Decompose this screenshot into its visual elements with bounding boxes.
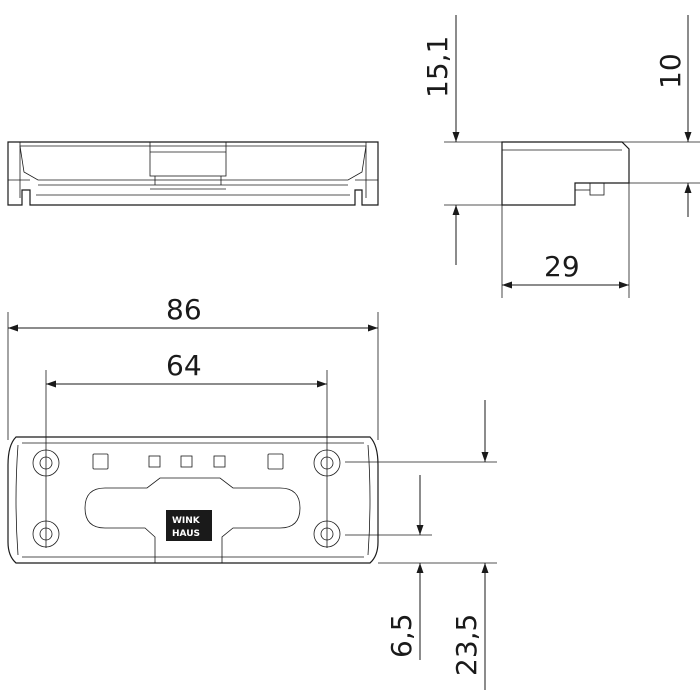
plan-view: WINK HAUS: [7, 436, 379, 564]
dim-label-depth: 29: [544, 250, 580, 283]
dimension-hole-offset: 6,5: [385, 475, 424, 660]
dim-label-hole-offset: 6,5: [385, 613, 418, 658]
winkhaus-logo: WINK HAUS: [166, 510, 212, 541]
dimension-height-bottom: 23,5: [450, 400, 489, 690]
dim-label-hole-spacing: 64: [166, 349, 202, 382]
dimension-hole-spacing: 64: [46, 349, 327, 388]
dimension-depth: 29: [502, 250, 629, 289]
dimension-width-total: 86: [8, 293, 378, 332]
logo-line-2: HAUS: [172, 529, 200, 539]
dimension-height-total: 15,1: [421, 15, 460, 265]
dim-label-width-total: 86: [166, 293, 202, 326]
dim-label-height-total: 15,1: [421, 36, 454, 98]
dimension-height-body: 10: [654, 15, 692, 217]
dim-label-height-bottom: 23,5: [450, 614, 483, 676]
dim-label-height-body: 10: [654, 53, 687, 89]
logo-line-1: WINK: [172, 516, 201, 526]
front-view: [7, 141, 379, 206]
side-view: [501, 141, 630, 206]
